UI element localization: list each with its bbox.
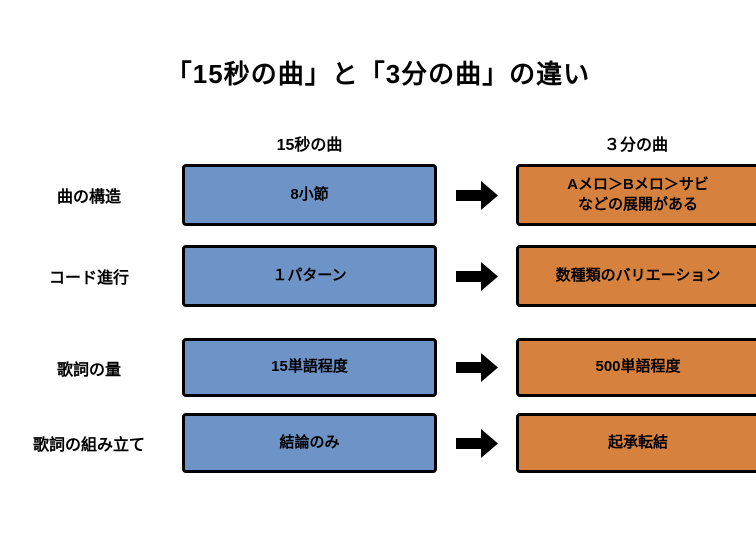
right-box-lyrics-construction: 起承転結 bbox=[516, 413, 756, 473]
row-label-chord-progression: コード進行 bbox=[48, 270, 129, 287]
left-box-song-structure: 8小節 bbox=[182, 164, 437, 226]
row-label-lyrics-amount: 歌詞の量 bbox=[56, 361, 121, 379]
row-label-song-structure: 曲の構造 bbox=[56, 189, 121, 206]
page-title: 「15秒の曲」と「3分の曲」の違い bbox=[165, 59, 591, 89]
right-block-arrow-icon bbox=[456, 428, 498, 458]
left-box-lyrics-construction: 結論のみ bbox=[182, 413, 437, 473]
right-block-arrow-icon bbox=[456, 353, 498, 382]
right-block-arrow-icon bbox=[456, 261, 498, 291]
right-box-lyrics-amount: 500単語程度 bbox=[516, 338, 756, 397]
left-box-lyrics-amount: 15単語程度 bbox=[182, 338, 437, 397]
left-box-chord-progression: １パターン bbox=[182, 245, 437, 307]
right-arrow-icon bbox=[452, 164, 502, 226]
right-arrow-icon bbox=[452, 245, 502, 307]
row-label-lyrics-construction: 歌詞の組み立て bbox=[32, 437, 145, 454]
column-header-3min-song: ３分の曲 bbox=[603, 137, 668, 154]
column-header-15sec-song: 15秒の曲 bbox=[276, 137, 343, 154]
right-arrow-icon bbox=[452, 413, 502, 473]
right-box-song-structure: Aメロ＞Bメロ＞サビ などの展開がある bbox=[516, 164, 756, 226]
right-block-arrow-icon bbox=[456, 180, 498, 210]
right-box-chord-progression: 数種類のバリエーション bbox=[516, 245, 756, 307]
right-arrow-icon bbox=[452, 338, 502, 397]
